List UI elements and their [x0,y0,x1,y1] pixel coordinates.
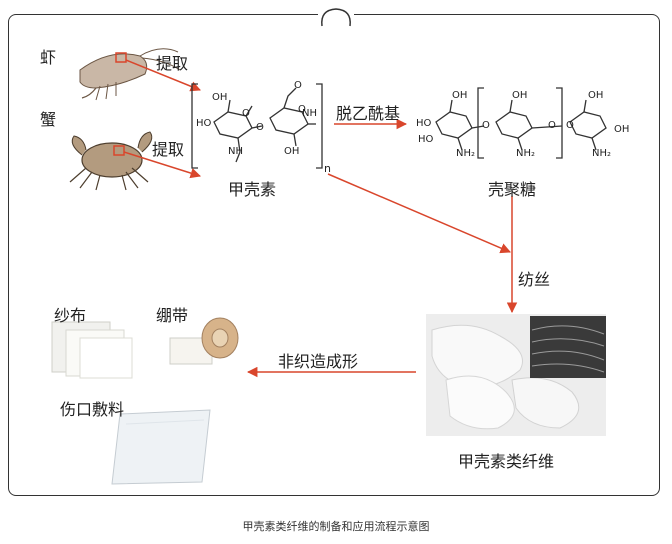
shrimp-label: 虾 [40,48,57,67]
chitosan-atom-ho1: HO [416,118,432,129]
fiber-label: 甲壳素类纤维 [458,452,555,471]
chitin-atom-ho: HO [196,118,212,129]
bandage-image [169,317,239,365]
chitosan-atom-o1: O [482,120,490,131]
chitin-atom-o2: O [256,122,264,133]
extract-label-1: 提取 [156,54,189,73]
chitin-atom-o1: O [242,108,250,119]
chitosan-atom-o3: O [566,120,574,131]
chitosan-structure [435,87,607,159]
fiber-image [426,314,606,436]
chitosan-atom-nh2c: NH₂ [592,148,612,159]
chitosan-label: 壳聚糖 [488,180,537,199]
extract-arrow-shrimp [125,59,201,92]
chitin-atom-o-acetyl: O [294,80,302,91]
chitin-label: 甲壳素 [228,180,277,199]
chitosan-atom-ho2: HO [418,134,434,145]
wound-dressing-label: 伤口敷料 [60,400,125,419]
chitosan-atom-oh1: OH [452,90,468,101]
chitin-atom-oh2: OH [284,146,300,157]
crab-label: 蟹 [40,110,57,129]
extract-label-2: 提取 [152,140,185,159]
chitosan-atom-oh3: OH [588,90,604,101]
shrimp-icon [79,48,181,101]
chitosan-atom-o2: O [548,120,556,131]
wound-dressing-image [111,409,211,485]
chitin-n: n [324,162,331,175]
chitin-atom-nh2: NH [302,108,317,119]
chitosan-atom-oh4: OH [614,124,630,135]
deacetylation-label: 脱乙酰基 [336,104,401,123]
chitin-atom-oh1: OH [212,92,228,103]
spinning-label: 纺丝 [518,270,551,289]
nonwoven-label: 非织造成形 [278,352,359,371]
bandage-label: 绷带 [156,306,189,325]
figure-caption: 甲壳素类纤维的制备和应用流程示意图 [242,520,430,533]
gauze-label: 纱布 [54,306,87,325]
extract-arrow-crab [123,151,202,179]
chitosan-atom-nh2b: NH₂ [516,148,536,159]
chitosan-atom-nh2a: NH₂ [456,148,476,159]
gauze-image [51,321,133,379]
crab-icon [69,131,153,191]
chitin-to-fiber-arrow [327,173,511,254]
chitin-atom-nh: NH [228,146,243,157]
chitin-structure [191,83,323,169]
chitin-atom-o3: O [298,104,306,115]
chitosan-atom-oh2: OH [512,90,528,101]
top-notch-icon [318,6,354,28]
